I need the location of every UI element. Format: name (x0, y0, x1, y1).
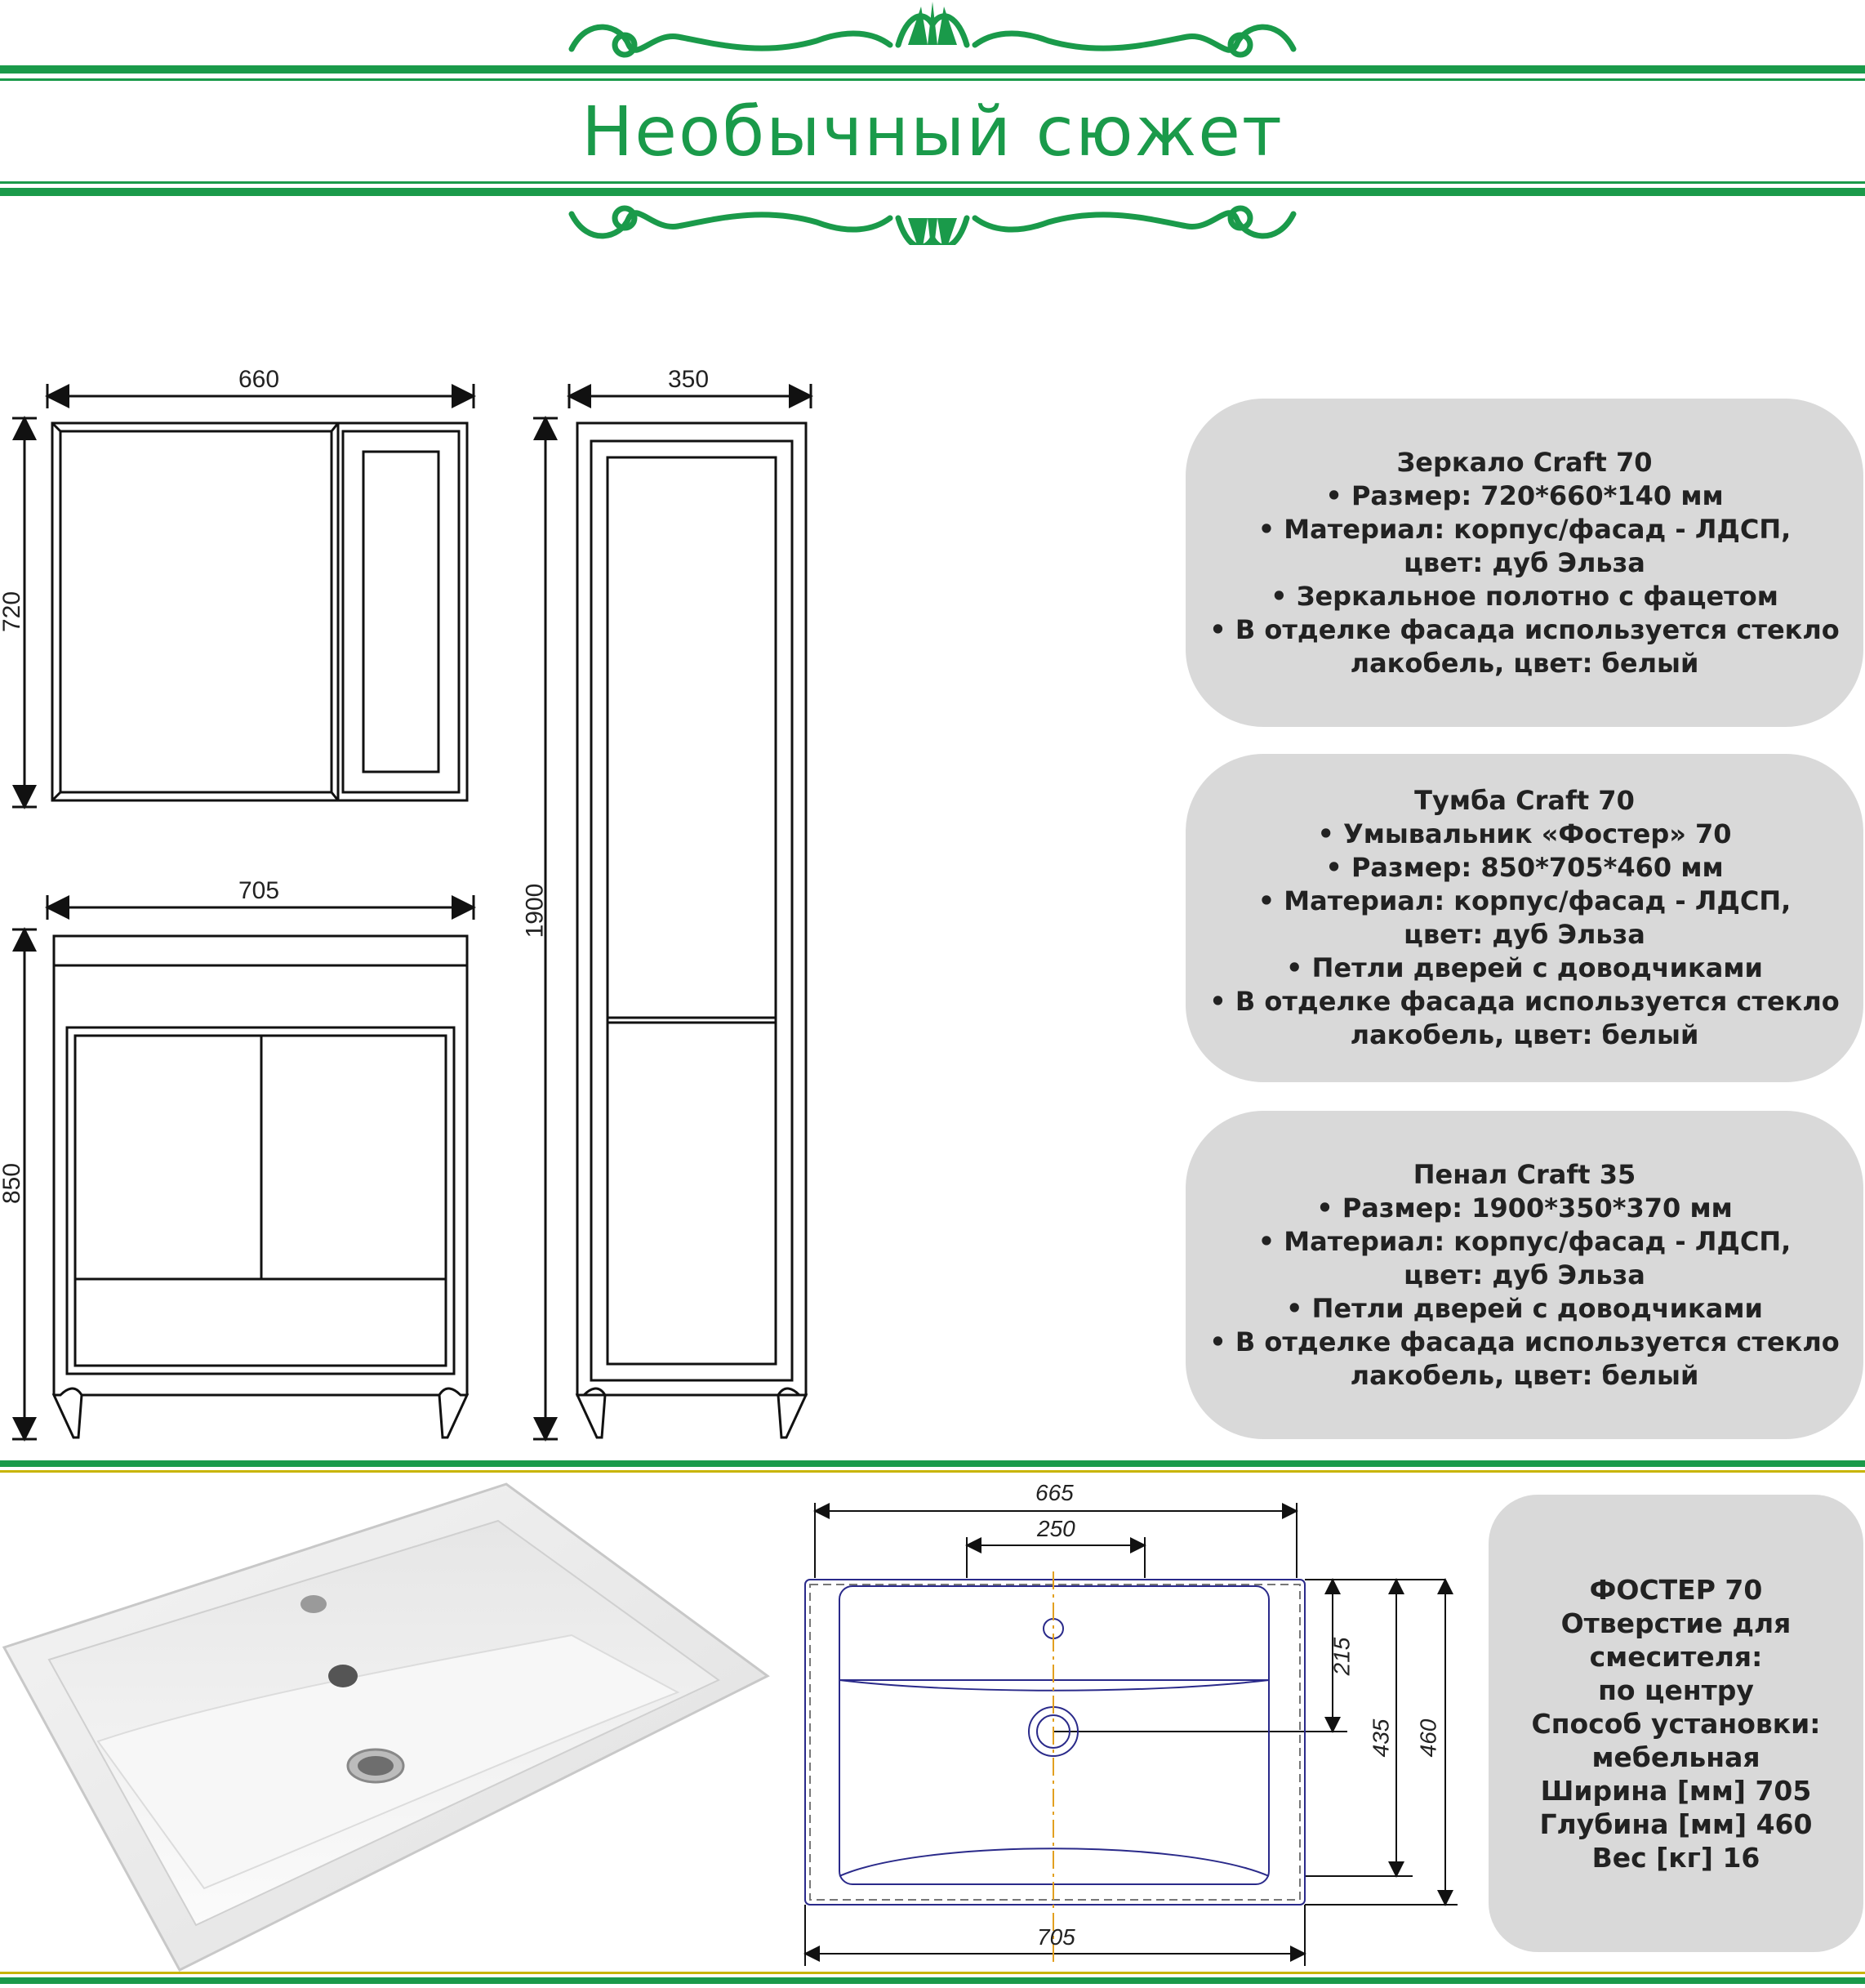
vanity-width-label: 705 (238, 877, 280, 904)
card-line: Тумба Craft 70 (1414, 785, 1635, 816)
pencil-drawing (575, 421, 808, 1439)
basin-info-card: ФОСТЕР 70 Отверстие для смесителя: по це… (1489, 1495, 1863, 1952)
basin-hole-span-label: 250 (1037, 1516, 1075, 1541)
card-line: • В отделке фасада используется стекло (1209, 613, 1840, 645)
header-rules (0, 65, 1865, 196)
basin-dim-435-label: 435 (1368, 1718, 1394, 1758)
card-line: • В отделке фасада используется стекло (1209, 1326, 1840, 1357)
basin-dim-460-label: 460 (1415, 1718, 1441, 1758)
basin-width-665-label: 665 (1035, 1480, 1074, 1505)
top-fan-icon (908, 2, 957, 45)
furniture-drawings (12, 384, 813, 1442)
card-line: • Петли дверей с доводчиками (1286, 1292, 1763, 1324)
card-line: Ширина [мм] 705 (1540, 1774, 1812, 1807)
card-line: по центру (1598, 1674, 1754, 1706)
vanity-drawing (51, 934, 470, 1439)
card-line: цвет: дуб Эльза (1404, 919, 1645, 950)
card-line: смесителя: (1589, 1640, 1763, 1673)
mirror-width-label: 660 (238, 366, 280, 393)
card-line: Способ установки: (1531, 1707, 1821, 1740)
bottom-fan-icon (908, 218, 957, 245)
pencil-info-card: Пенал Craft 35 • Размер: 1900*350*370 мм… (1186, 1111, 1863, 1439)
card-line: лакобель, цвет: белый (1350, 1019, 1699, 1050)
mirror-height-label: 720 (0, 591, 26, 633)
card-line: Глубина [мм] 460 (1539, 1807, 1813, 1840)
vanity-height-label: 850 (0, 1162, 26, 1205)
card-line: • Материал: корпус/фасад - ЛДСП, (1257, 513, 1792, 545)
header-ornament (0, 2, 1865, 245)
card-line: • Зеркальное полотно с фацетом (1271, 580, 1778, 612)
card-line: Вес [кг] 16 (1591, 1841, 1760, 1874)
card-line: Отверстие для (1560, 1607, 1792, 1639)
card-line: • Материал: корпус/фасад - ЛДСП, (1257, 885, 1792, 916)
section-divider (0, 1460, 1865, 1467)
pencil-width-label: 350 (668, 366, 710, 393)
mirror-info-card: Зеркало Craft 70 • Размер: 720*660*140 м… (1186, 399, 1863, 727)
footer-divider (0, 1977, 1865, 1984)
footer-divider-accent (0, 1972, 1865, 1974)
card-line: • Петли дверей с доводчиками (1286, 952, 1763, 983)
card-line: лакобель, цвет: белый (1350, 1359, 1699, 1391)
card-line: мебельная (1591, 1741, 1760, 1773)
pencil-height-label: 1900 (521, 883, 549, 938)
card-line: • В отделке фасада используется стекло (1209, 986, 1840, 1017)
card-line: Зеркало Craft 70 (1396, 446, 1653, 478)
mirror-drawing (51, 421, 469, 802)
card-line: цвет: дуб Эльза (1404, 1259, 1645, 1290)
card-line: • Размер: 1900*350*370 мм (1316, 1192, 1733, 1224)
basin-width-705-label: 705 (1037, 1924, 1075, 1950)
bottom-flourish-icon (568, 205, 1297, 245)
basin-photo (2, 1482, 770, 1972)
basin-dim-215-label: 215 (1329, 1637, 1355, 1676)
card-line: • Размер: 850*705*460 мм (1325, 852, 1724, 883)
card-line: • Размер: 720*660*140 мм (1325, 479, 1724, 511)
page-title: Необычный сюжет (581, 91, 1284, 172)
card-line: цвет: дуб Эльза (1404, 546, 1645, 578)
card-line: лакобель, цвет: белый (1350, 647, 1699, 679)
card-line: • Материал: корпус/фасад - ЛДСП, (1257, 1225, 1792, 1257)
card-line: Пенал Craft 35 (1413, 1158, 1636, 1190)
section-divider-accent (0, 1470, 1865, 1473)
card-line: ФОСТЕР 70 (1589, 1573, 1763, 1606)
basin-drawing (803, 1503, 1458, 1966)
vanity-info-card: Тумба Craft 70 • Умывальник «Фостер» 70 … (1186, 754, 1863, 1082)
card-line: • Умывальник «Фостер» 70 (1317, 818, 1732, 849)
